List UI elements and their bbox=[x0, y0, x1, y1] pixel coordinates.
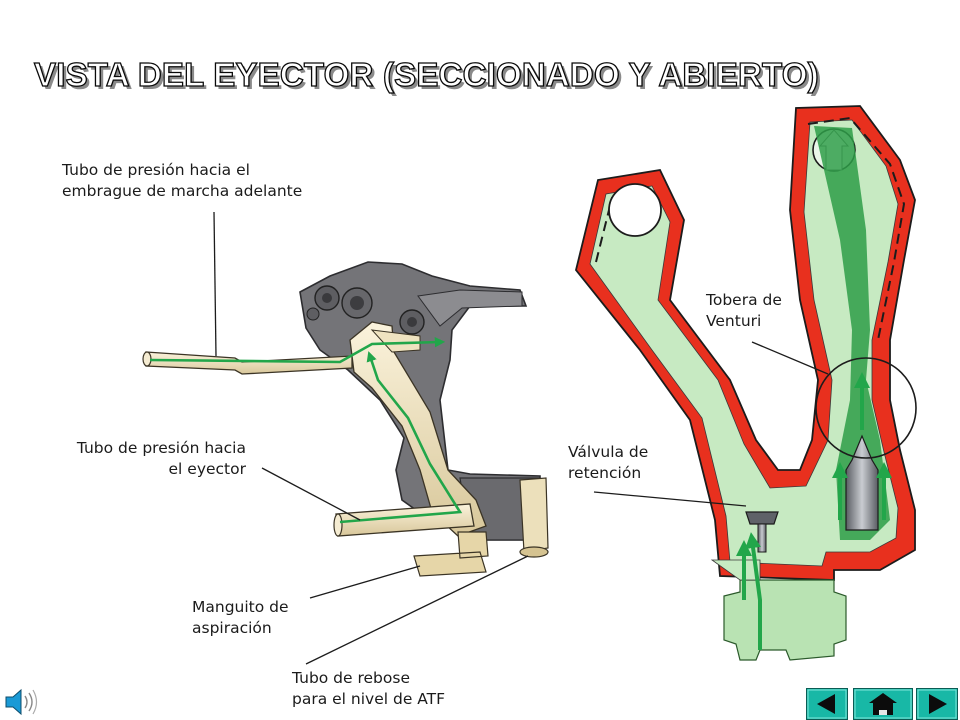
page-title: VISTA DEL EYECTOR (SECCIONADO Y ABIERTO) bbox=[33, 55, 819, 93]
home-icon bbox=[869, 693, 897, 715]
lower-connector bbox=[723, 579, 847, 661]
flow-arrow bbox=[339, 351, 463, 524]
label-overflow-tube: Tubo de rebose para el nivel de ATF bbox=[292, 669, 446, 708]
label-pressure-tube-forward-clutch: Tubo de presión hacia el embrague de mar… bbox=[62, 161, 303, 200]
arrow-left-icon bbox=[817, 694, 835, 714]
arrow-right-icon bbox=[929, 694, 947, 714]
venturi-nozzle bbox=[845, 434, 879, 531]
venturi-detail-circle bbox=[815, 357, 917, 459]
overflow-tube bbox=[519, 477, 549, 553]
flow-arrow bbox=[745, 532, 762, 650]
home-button[interactable] bbox=[853, 688, 913, 720]
suction-sleeve bbox=[413, 531, 489, 577]
label-check-valve: Válvula de retención bbox=[568, 443, 649, 482]
sectioned-ejector-view bbox=[575, 105, 917, 661]
label-pressure-tube-ejector: Tubo de presión hacia el eyector bbox=[76, 439, 246, 478]
ejector-assembly-illustration bbox=[142, 261, 549, 577]
previous-slide-button[interactable] bbox=[806, 688, 848, 720]
forward-clutch-pressure-tube bbox=[145, 351, 353, 375]
label-suction-sleeve: Manguito de aspiración bbox=[192, 598, 289, 637]
port-hole bbox=[608, 183, 662, 237]
venturi-channel bbox=[814, 126, 890, 540]
next-slide-button[interactable] bbox=[916, 688, 958, 720]
check-valve bbox=[745, 511, 779, 553]
speaker-icon[interactable] bbox=[2, 684, 40, 720]
oil-channel bbox=[589, 119, 899, 567]
flow-arrow bbox=[149, 336, 446, 364]
leader-lines bbox=[213, 211, 829, 665]
label-venturi-nozzle: Tobera de Venturi bbox=[706, 291, 782, 330]
